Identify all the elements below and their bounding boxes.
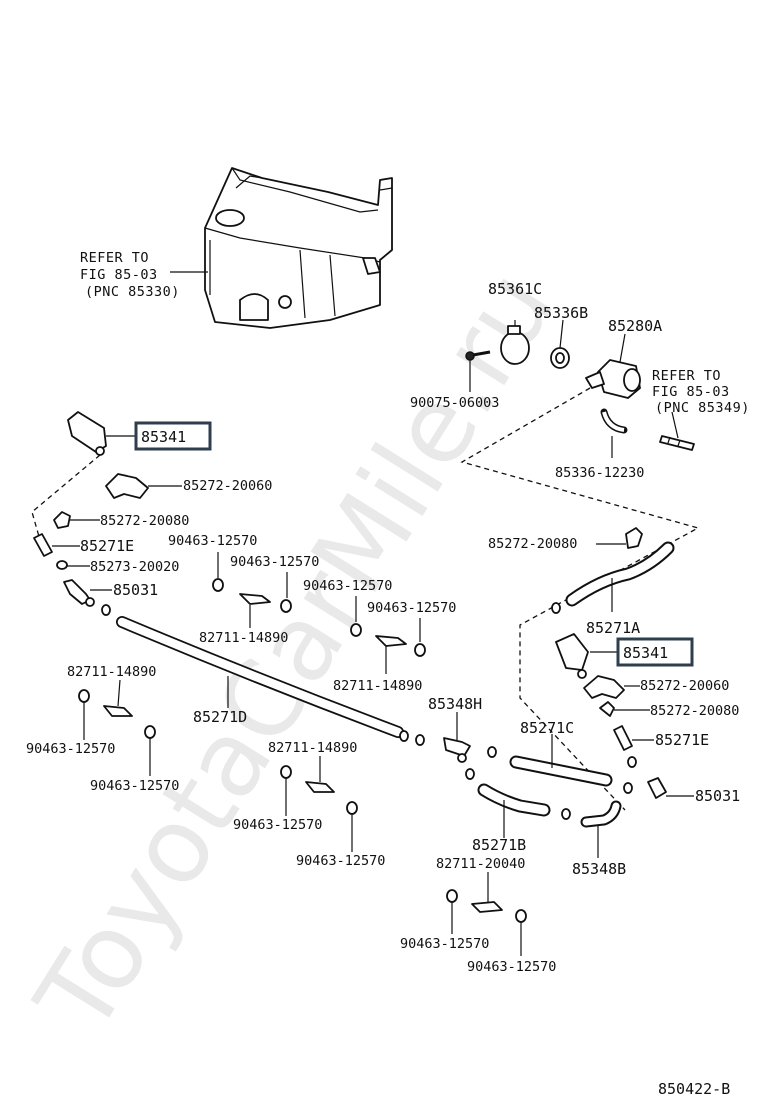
tank-ref-line-2: FIG 85-03	[80, 267, 158, 283]
figure-id: 850422-B	[658, 1080, 730, 1098]
dashed-connector-pump	[460, 387, 700, 811]
label-90463-12570-i: 90463-12570	[400, 936, 489, 952]
clamp-group-upper	[212, 552, 426, 674]
hose-85271B	[477, 783, 571, 838]
label-85336B: 85336B	[534, 304, 588, 322]
tank-ref-line-3: (PNC 85330)	[85, 284, 180, 300]
label-85272-20080-mid: 85272-20080	[488, 536, 577, 552]
label-82711-14890-d: 82711-14890	[268, 740, 357, 756]
label-85272-20080-left: 85272-20080	[100, 513, 189, 529]
right-nozzle-group	[551, 527, 694, 799]
label-90463-12570-a: 90463-12570	[168, 533, 257, 549]
label-85341-right[interactable]: 85341	[623, 644, 668, 662]
label-85361C: 85361C	[488, 280, 542, 298]
label-85271D: 85271D	[193, 708, 247, 726]
highlight-box-85341-left	[134, 421, 212, 451]
tank-reference-note: REFER TO FIG 85-03 (PNC 85330)	[80, 250, 208, 300]
label-85336-12230: 85336-12230	[555, 465, 644, 481]
label-90463-12570-d: 90463-12570	[367, 600, 456, 616]
label-85273-20020: 85273-20020	[90, 559, 179, 575]
label-85271E-left: 85271E	[80, 537, 134, 555]
label-85348B: 85348B	[572, 860, 626, 878]
clamp-group-center	[280, 756, 358, 852]
label-85280A: 85280A	[608, 317, 662, 335]
clamp-group-lower-left	[78, 679, 156, 776]
label-82711-14890-b: 82711-14890	[333, 678, 422, 694]
label-85031-right: 85031	[695, 787, 740, 805]
connector-85348H	[443, 712, 497, 780]
highlight-box-85341-right	[616, 637, 694, 667]
label-90463-12570-f: 90463-12570	[90, 778, 179, 794]
label-85272-20080-right: 85272-20080	[650, 703, 739, 719]
label-85348H: 85348H	[428, 695, 482, 713]
label-85272-20060-right: 85272-20060	[640, 678, 729, 694]
left-nozzle-group	[33, 411, 182, 616]
label-90463-12570-c: 90463-12570	[303, 578, 392, 594]
clamp-group-bottom	[446, 872, 527, 956]
label-82711-20040: 82711-20040	[436, 856, 525, 872]
label-85271C: 85271C	[520, 719, 574, 737]
washer-tank	[204, 167, 393, 329]
label-85341-left[interactable]: 85341	[141, 428, 186, 446]
label-85271B: 85271B	[472, 836, 526, 854]
pump-reference-note: REFER TO FIG 85-03 (PNC 85349)	[652, 368, 750, 416]
hose-85271C	[509, 734, 613, 787]
tank-ref-line-1: REFER TO	[80, 250, 149, 266]
elbow-85348B	[580, 800, 622, 858]
pump-ref-line-2: FIG 85-03	[652, 384, 730, 400]
label-90463-12570-g: 90463-12570	[233, 817, 322, 833]
pump-ref-line-1: REFER TO	[652, 368, 721, 384]
label-90463-12570-e: 90463-12570	[26, 741, 115, 757]
label-85271A: 85271A	[586, 619, 640, 637]
label-90075-06003: 90075-06003	[410, 395, 499, 411]
label-90463-12570-b: 90463-12570	[230, 554, 319, 570]
pump-ref-line-3: (PNC 85349)	[655, 400, 750, 416]
label-90463-12570-j: 90463-12570	[467, 959, 556, 975]
label-85031-left: 85031	[113, 581, 158, 599]
dashed-connector-left	[31, 454, 101, 541]
watermark: ToyotaCarMile.ru	[12, 250, 578, 1055]
label-82711-14890-a: 82711-14890	[199, 630, 288, 646]
label-85272-20060-left: 85272-20060	[183, 478, 272, 494]
hose-85271D	[116, 616, 425, 746]
label-85271E-right: 85271E	[655, 731, 709, 749]
label-82711-14890-c: 82711-14890	[67, 664, 156, 680]
label-90463-12570-h: 90463-12570	[296, 853, 385, 869]
pump-assembly	[465, 319, 695, 458]
